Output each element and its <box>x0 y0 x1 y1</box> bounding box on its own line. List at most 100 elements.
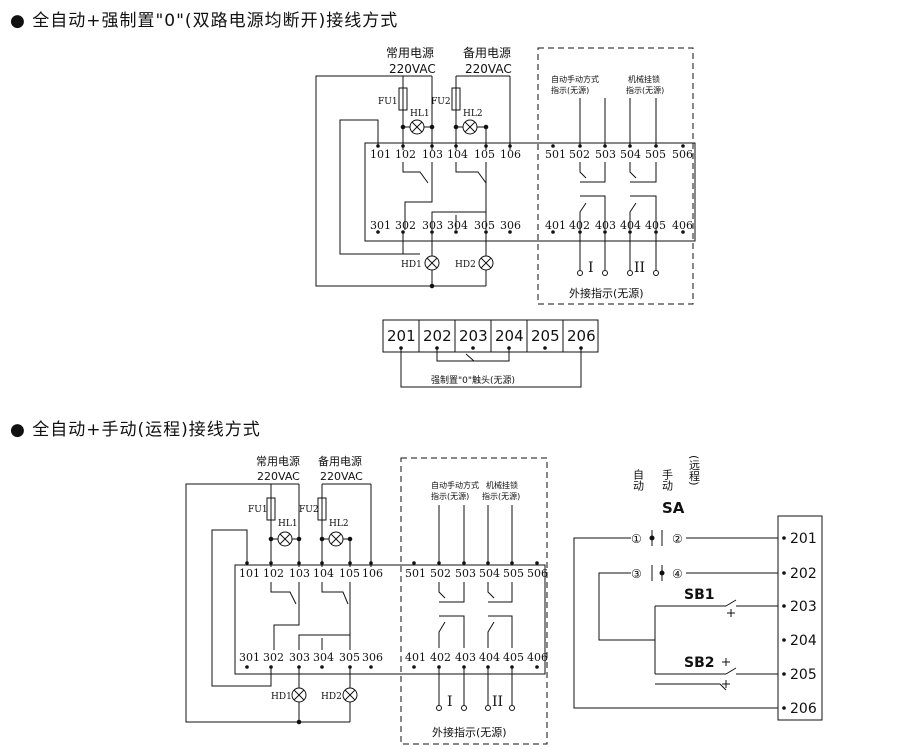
s2-main-voltage-label: 220VAC <box>257 470 300 483</box>
s2-manual-label: 手动 <box>661 468 674 491</box>
s2-terminal-206: 206 <box>790 701 817 717</box>
s1-backup-supply-label: 备用电源 <box>463 46 511 60</box>
s1-force-zero-label: 强制置"0"触头(无源) <box>431 374 515 386</box>
s2-terminal-106: 106 <box>362 567 383 580</box>
s2-terminal-502: 502 <box>430 567 451 580</box>
s2-terminal-303: 303 <box>289 651 310 664</box>
s2-hl2-label: HL2 <box>329 519 349 529</box>
s2-terminal-401: 401 <box>405 651 426 664</box>
s2-mech-lock-label: 机械挂锁 <box>486 480 518 490</box>
s2-sa-pin1: ① <box>631 532 642 546</box>
s2-backup-supply-label: 备用电源 <box>318 454 362 468</box>
s2-sa-pin4: ④ <box>672 567 683 581</box>
s2-terminal-205: 205 <box>790 667 817 683</box>
s2-terminal-306: 306 <box>362 651 383 664</box>
s1-terminal-104: 104 <box>447 148 468 161</box>
s2-auto-manual-sub: 指示(无源) <box>431 491 469 501</box>
s1-hl2-label: HL2 <box>463 109 483 119</box>
s2-backup-voltage-label: 220VAC <box>320 470 363 483</box>
s2-terminal-404: 404 <box>479 651 500 664</box>
s1-hl1-label: HL1 <box>410 109 430 119</box>
s2-hd2-label: HD2 <box>321 692 342 702</box>
s2-auto-label: 自动 <box>632 469 645 491</box>
s1-terminal-503: 503 <box>595 148 616 161</box>
s1-terminal-501: 501 <box>545 148 566 161</box>
s1-block-202: 202 <box>423 327 452 345</box>
s1-terminal-102: 102 <box>395 148 416 161</box>
s1-block-204: 204 <box>495 327 524 345</box>
s1-main-supply-label: 常用电源 <box>386 46 434 60</box>
s1-terminal-301: 301 <box>370 219 391 232</box>
s2-terminal-202: 202 <box>790 566 817 582</box>
s2-auto-manual-label: 自动手动方式 <box>431 480 479 490</box>
s2-terminal-201: 201 <box>790 531 817 547</box>
s1-terminal-504: 504 <box>620 148 641 161</box>
s2-terminal-506: 506 <box>527 567 548 580</box>
s2-terminal-302: 302 <box>263 651 284 664</box>
s2-fuse1-icon <box>266 497 276 521</box>
section1-heading: ● 全自动+强制置"0"(双路电源均断开)接线方式 <box>10 11 399 31</box>
s1-terminal-305: 305 <box>474 219 495 232</box>
s1-indicator-dashed-box <box>537 47 694 305</box>
s2-terminal-504: 504 <box>479 567 500 580</box>
s2-terminal-204: 204 <box>790 633 817 649</box>
s1-ext-indicator-label: 外接指示(无源) <box>569 286 644 300</box>
s1-roman-ii: II <box>634 260 645 276</box>
s1-terminal-302: 302 <box>395 219 416 232</box>
s2-terminal-203: 203 <box>790 599 817 615</box>
section2-diagram: 常用电源 220VAC 备用电源 220VAC FU1 FU2 HL1 HL2 <box>185 454 823 745</box>
s1-terminal-103: 103 <box>422 148 443 161</box>
s2-hl1-label: HL1 <box>278 519 298 529</box>
s1-terminal-101: 101 <box>370 148 391 161</box>
s2-remote-label: (远程) <box>688 455 701 486</box>
s2-sa-pin3: ③ <box>631 567 642 581</box>
s1-terminal-505: 505 <box>645 148 666 161</box>
s2-terminal-501: 501 <box>405 567 426 580</box>
s2-hd1-label: HD1 <box>271 692 292 702</box>
s2-fu1-label: FU1 <box>248 505 268 515</box>
s2-terminal-103: 103 <box>289 567 310 580</box>
s1-terminal-304: 304 <box>447 219 468 232</box>
s2-ext-indicator-label: 外接指示(无源) <box>432 725 507 739</box>
s1-terminal-506: 506 <box>672 148 693 161</box>
s1-auto-manual-sub: 指示(无源) <box>551 85 589 95</box>
s1-terminal-306: 306 <box>500 219 521 232</box>
s1-hl2-lamp-icon <box>462 119 478 135</box>
s2-terminal-305: 305 <box>339 651 360 664</box>
s1-terminal-105: 105 <box>474 148 495 161</box>
s2-indicator-dashed-box <box>400 457 548 745</box>
s2-terminal-403: 403 <box>455 651 476 664</box>
s2-hl2-lamp-icon <box>328 531 344 547</box>
s1-controller-box <box>364 142 696 242</box>
s1-hd2-label: HD2 <box>455 260 476 270</box>
s2-main-supply-label: 常用电源 <box>256 454 300 468</box>
s2-controller-box <box>234 564 546 675</box>
s2-terminal-301: 301 <box>239 651 260 664</box>
s2-fuse2-icon <box>317 497 327 521</box>
s1-hl1-lamp-icon <box>409 119 425 135</box>
s2-terminal-503: 503 <box>455 567 476 580</box>
s1-terminal-106: 106 <box>500 148 521 161</box>
s1-block-205: 205 <box>531 327 560 345</box>
section1-diagram: 常用电源 220VAC 备用电源 220VAC FU1 FU2 HL1 HL2 <box>315 46 696 388</box>
s1-hd1-label: HD1 <box>401 260 422 270</box>
s2-right-terminal-block <box>777 515 823 721</box>
s1-terminal-502: 502 <box>569 148 590 161</box>
s2-sb1-label: SB1 <box>684 587 715 603</box>
s1-block-201: 201 <box>387 327 416 345</box>
s2-roman-i: I <box>447 694 453 710</box>
s1-backup-voltage-label: 220VAC <box>465 62 512 76</box>
s2-terminal-505: 505 <box>503 567 524 580</box>
s2-terminal-105: 105 <box>339 567 360 580</box>
s1-terminal-303: 303 <box>422 219 443 232</box>
s1-main-voltage-label: 220VAC <box>389 62 436 76</box>
s1-auto-manual-label: 自动手动方式 <box>551 74 599 84</box>
s1-mech-lock-sub: 指示(无源) <box>626 85 664 95</box>
s1-terminal-406: 406 <box>672 219 693 232</box>
s2-terminal-304: 304 <box>313 651 334 664</box>
s2-terminal-101: 101 <box>239 567 260 580</box>
s2-roman-ii: II <box>492 694 503 710</box>
s2-terminal-406: 406 <box>527 651 548 664</box>
s1-block-203: 203 <box>459 327 488 345</box>
